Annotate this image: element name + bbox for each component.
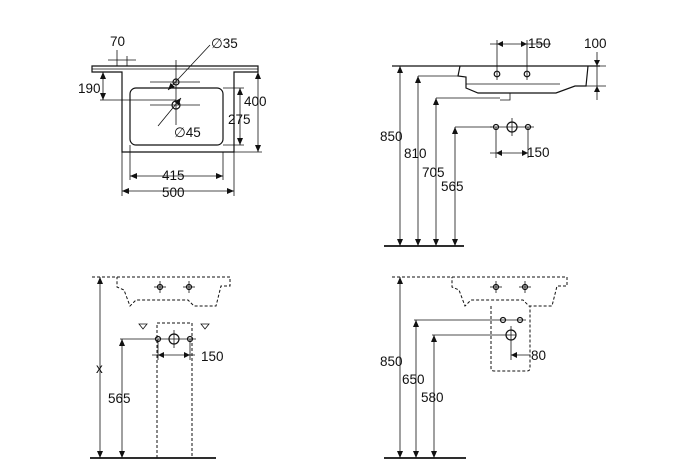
bowl-outline [129,87,224,146]
dim-height-705: 705 [422,165,445,180]
dim-tap-hole: ∅35 [211,36,238,51]
dim-height-850: 850 [380,129,403,144]
semi-pedestal-view: 850 650 580 80 [380,276,568,459]
dim-semi-height-850: 850 [380,354,403,369]
dim-rim-height: 100 [584,36,607,51]
semi-pedestal-outline [490,306,531,372]
top-view: 70 ∅35 190 400 275 ∅45 415 500 [78,34,267,200]
dim-depth: 400 [244,94,267,109]
pedestal-basin-outline [92,276,231,307]
dim-wall-connections-spacing: 150 [527,145,550,160]
dim-pedestal-connections-spacing: 150 [201,349,224,364]
pedestal-view: x 565 150 [90,276,231,459]
pedestal-outline [156,322,193,458]
dim-tap-offset: 70 [110,34,125,49]
dim-bowl-depth: 275 [228,112,251,127]
side-view: 150 100 850 810 705 565 150 [380,36,607,247]
dim-waste-hole: ∅45 [174,125,201,140]
dim-height-810: 810 [404,146,427,161]
dim-waste-offset: 80 [531,348,546,363]
dim-bowl-width: 415 [162,168,185,183]
dim-semi-height-580: 580 [421,390,444,405]
basin-profile [457,65,589,94]
dim-width: 500 [162,185,185,200]
semi-basin-outline [392,276,568,307]
dim-x: x [96,361,103,376]
dim-tap-depth: 190 [78,81,101,96]
dim-height-565: 565 [441,179,464,194]
dim-pedestal-height-565: 565 [108,391,131,406]
dim-connections-spacing: 150 [528,36,551,51]
dim-semi-height-650: 650 [402,372,425,387]
